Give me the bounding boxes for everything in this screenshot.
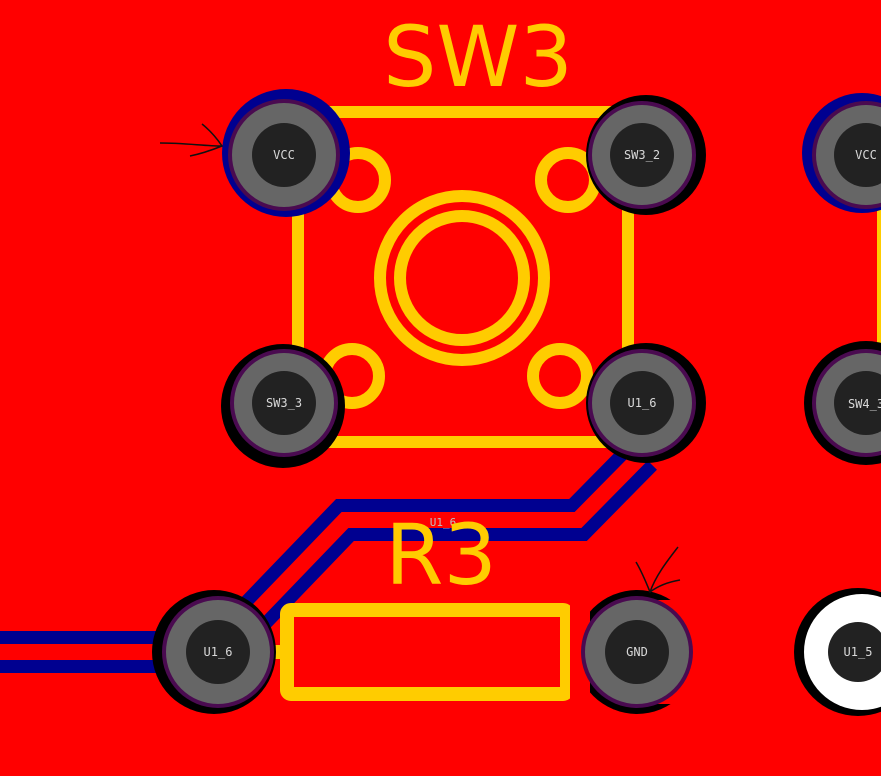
- pad-sw4-vcc[interactable]: VCC: [802, 93, 881, 213]
- r3-silkscreen: R3: [270, 506, 584, 701]
- svg-text:VCC: VCC: [855, 148, 877, 162]
- trace-u1-6[interactable]: [0, 440, 657, 673]
- svg-text:U1_5: U1_5: [844, 645, 873, 659]
- sw3-silkscreen: SW3: [284, 8, 642, 448]
- svg-text:SW3_3: SW3_3: [266, 396, 302, 410]
- pad-sw3-vcc[interactable]: VCC: [222, 89, 350, 217]
- pad-u1-5[interactable]: U1_5: [794, 588, 881, 716]
- trace-net-label: U1_6: [430, 516, 457, 529]
- pad-sw3-3[interactable]: SW3_3: [221, 344, 345, 468]
- sw3-designator: SW3: [383, 8, 573, 106]
- pad-sw3-u1-6[interactable]: U1_6: [586, 343, 706, 463]
- svg-text:VCC: VCC: [273, 148, 295, 162]
- pad-r3-u1-6[interactable]: U1_6: [152, 590, 276, 714]
- pad-sw4-3[interactable]: SW4_3: [804, 341, 881, 465]
- pad-sw3-2[interactable]: SW3_2: [586, 95, 706, 215]
- pad-r3-gnd[interactable]: GND: [570, 590, 700, 714]
- pin1-arrow-icon-r3: [635, 546, 681, 594]
- svg-text:U1_6: U1_6: [628, 396, 657, 410]
- svg-text:SW3_2: SW3_2: [624, 148, 660, 162]
- r3-designator: R3: [385, 506, 497, 604]
- svg-text:U1_6: U1_6: [204, 645, 233, 659]
- svg-text:SW4_3: SW4_3: [848, 397, 881, 411]
- svg-text:GND: GND: [626, 645, 648, 659]
- pin1-arrow-icon-sw3: [159, 123, 224, 157]
- trace-right-partial: [877, 200, 881, 350]
